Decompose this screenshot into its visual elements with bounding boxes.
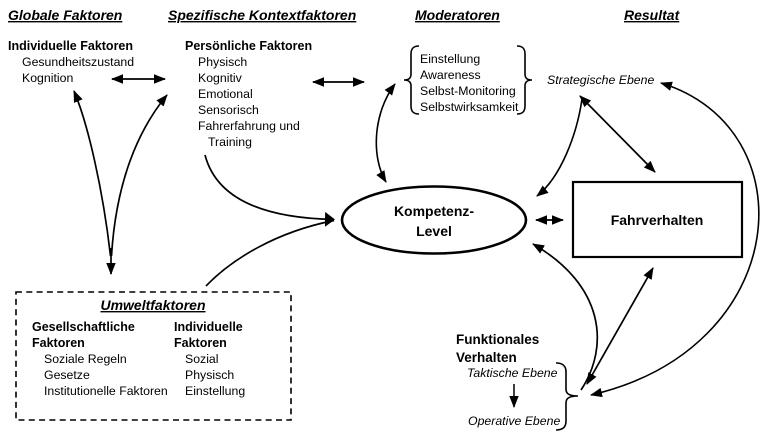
personal-factors-item: Kognitiv <box>198 71 243 85</box>
environment-factors-box: Umweltfaktoren Gesellschaftliche Faktore… <box>15 291 292 421</box>
operative-level-label: Operative Ebene <box>468 414 560 428</box>
personal-factors-title: Persönliche Faktoren <box>185 39 312 53</box>
social-column-item: Soziale Regeln <box>44 352 127 366</box>
individual-column-title-line1: Individuelle <box>174 320 243 334</box>
moderator-item: Awareness <box>420 68 481 82</box>
arrow-environment-to-individual <box>73 90 112 257</box>
environment-title: Umweltfaktoren <box>100 297 205 313</box>
individual-factors-block: Individuelle Faktoren Gesundheitszustand… <box>8 39 134 85</box>
moderators-right-brace <box>516 45 533 115</box>
individual-factors-item: Gesundheitszustand <box>22 55 134 69</box>
competence-label-line1: Kompetenz- <box>394 203 474 219</box>
personal-factors-item: Emotional <box>198 87 253 101</box>
moderators-left-brace <box>403 45 420 115</box>
header-moderatoren: Moderatoren <box>415 7 500 23</box>
moderator-item: Einstellung <box>420 52 480 66</box>
personal-factors-block: Persönliche Faktoren Physisch Kognitiv E… <box>185 39 312 149</box>
individual-column-item: Einstellung <box>185 384 245 398</box>
functional-behavior-title-line1: Funktionales <box>456 332 539 347</box>
environment-individual-column: Individuelle Faktoren Sozial Physisch Ei… <box>174 320 245 398</box>
individual-column-item: Physisch <box>185 368 234 382</box>
individual-column-item: Sozial <box>185 352 219 366</box>
functional-behavior-title-line2: Verhalten <box>456 350 517 365</box>
arrow-moderators-competence <box>375 83 396 183</box>
social-column-item: Gesetze <box>44 368 90 382</box>
personal-factors-item: Physisch <box>198 55 247 69</box>
individual-factors-title: Individuelle Faktoren <box>8 39 133 53</box>
functional-behavior-block: Funktionales Verhalten Taktische Ebene O… <box>456 332 579 431</box>
arrow-personal-to-competence <box>204 154 335 227</box>
social-column-title-line1: Gesellschaftliche <box>32 320 135 334</box>
relation-arrows <box>73 74 760 398</box>
header-globale-faktoren: Globale Faktoren <box>8 7 122 23</box>
arrow-environment-to-personal <box>110 94 168 257</box>
moderator-item: Selbstwirksamkeit <box>420 100 519 114</box>
competence-ellipse <box>340 185 528 255</box>
individual-factors-item: Kognition <box>22 71 73 85</box>
individual-column-title-line2: Faktoren <box>174 336 227 350</box>
social-column-item: Institutionelle Faktoren <box>44 384 168 398</box>
moderators-block: Einstellung Awareness Selbst-Monitoring … <box>403 45 533 115</box>
environment-dashed-border <box>15 291 292 421</box>
functional-levels-brace <box>555 362 579 431</box>
header-resultat: Resultat <box>624 7 681 23</box>
driving-behavior-node: Fahrverhalten <box>571 180 744 259</box>
strategic-level-label: Strategische Ebene <box>547 73 654 87</box>
personal-factors-item: Sensorisch <box>198 103 259 117</box>
arrow-environment-to-competence <box>205 219 335 287</box>
personal-factors-item: Fahrerfahrung und <box>198 119 300 133</box>
competence-label-line2: Level <box>416 223 452 239</box>
moderator-item: Selbst-Monitoring <box>420 84 516 98</box>
competence-level-node: Kompetenz- Level <box>340 185 528 255</box>
personal-factors-item: Training <box>208 135 252 149</box>
tactical-level-label: Taktische Ebene <box>467 366 558 380</box>
environment-social-column: Gesellschaftliche Faktoren Soziale Regel… <box>32 320 168 398</box>
header-spezifische-kontextfaktoren: Spezifische Kontextfaktoren <box>168 7 356 23</box>
behavior-label: Fahrverhalten <box>611 212 704 228</box>
social-column-title-line2: Faktoren <box>32 336 85 350</box>
arrow-functional-strategic-arc <box>590 81 760 398</box>
